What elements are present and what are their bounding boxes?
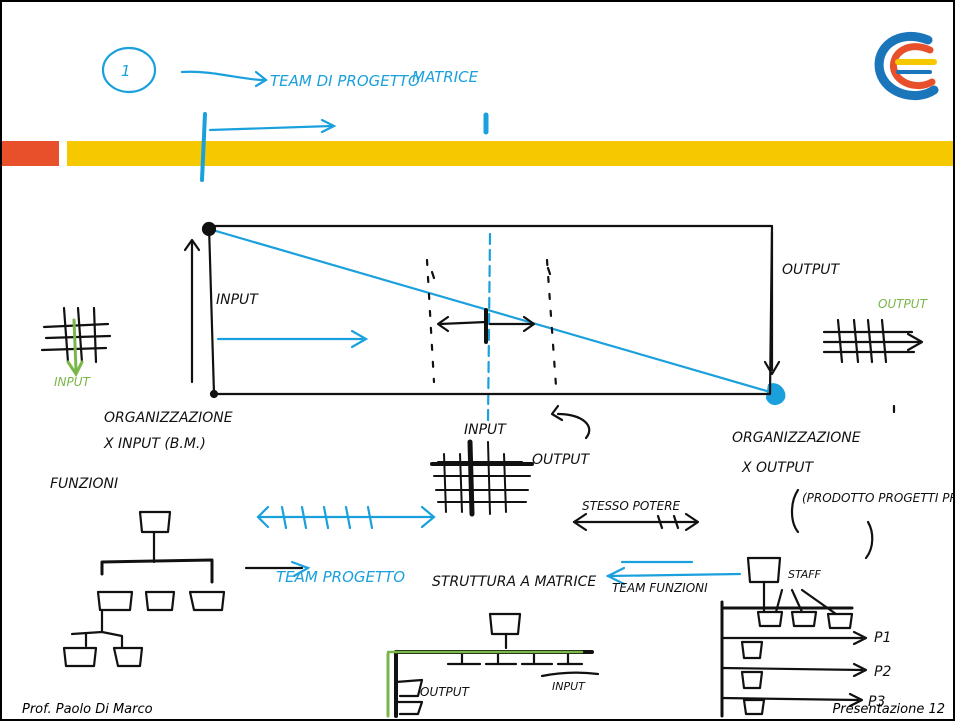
label-output-green: OUTPUT (878, 297, 929, 311)
header-accent-orange (2, 141, 59, 166)
label-output-bottom: OUTPUT (420, 685, 471, 699)
label-staff: STAFF (788, 568, 822, 581)
label-p1: P1 (874, 630, 891, 646)
label-output-right: OUTPUT (782, 262, 841, 278)
header-accent-yellow (67, 141, 953, 166)
label-stesso-potere: STESSO POTERE (582, 499, 681, 513)
label-input-center: INPUT (464, 422, 507, 438)
label-output-center: OUTPUT (532, 452, 591, 468)
label-matrice: MATRICE (412, 68, 479, 86)
circled-number: 1 (121, 62, 131, 80)
label-org-output-line1: ORGANIZZAZIONE (732, 430, 861, 446)
label-org-output-line2: X OUTPUT (741, 460, 815, 476)
footer-author: Prof. Paolo Di Marco (22, 702, 153, 717)
label-team-progetto-bottom: TEAM PROGETTO (276, 568, 405, 586)
label-org-input-line1: ORGANIZZAZIONE (104, 410, 233, 426)
label-org-input-line2: X INPUT (B.M.) (103, 436, 206, 452)
label-input-left: INPUT (216, 292, 259, 308)
label-team-funzioni: TEAM FUNZIONI (612, 581, 708, 595)
label-progetto-list: (PRODOTTO PROGETTI PROGETTI FORNITORI) (802, 491, 953, 505)
footer-slide-number: Presentazione 12 (832, 702, 945, 717)
label-input-green: INPUT (54, 375, 92, 389)
label-input-bottom: INPUT (552, 680, 586, 693)
label-p2: P2 (874, 664, 891, 680)
label-funzioni: FUNZIONI (50, 476, 118, 492)
label-p3: P3 (868, 694, 885, 710)
label-team-di-progetto: TEAM DI PROGETTO (270, 72, 420, 90)
logo-icon (874, 31, 939, 101)
label-struttura-a-matrice: STRUTTURA A MATRICE (432, 574, 596, 590)
